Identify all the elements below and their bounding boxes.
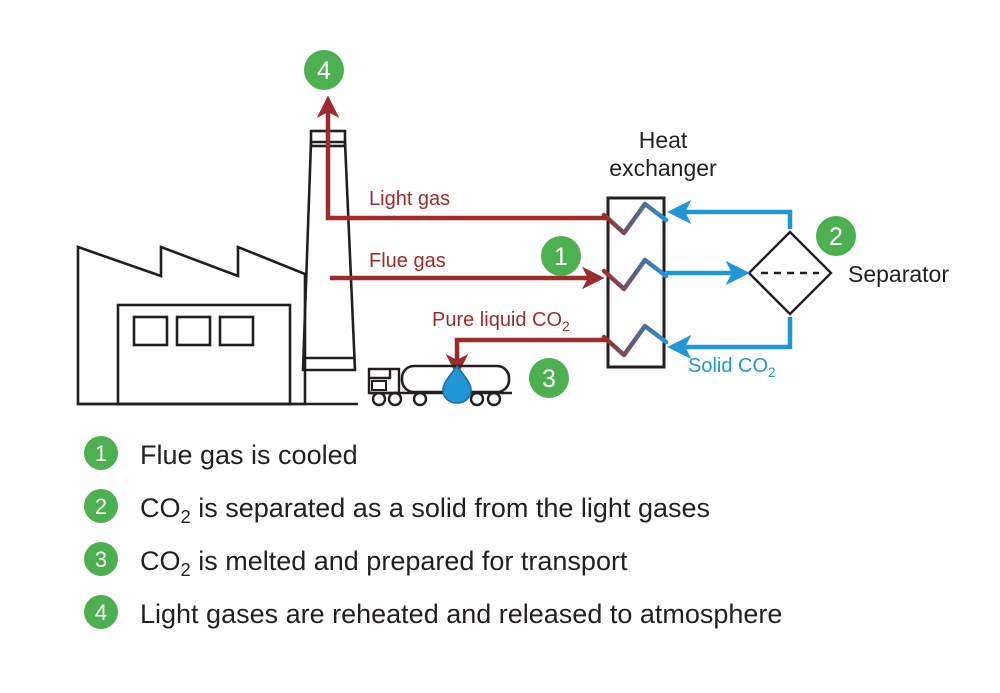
legend-item-4: 4 Light gases are reheated and released … (84, 595, 782, 629)
separator-diamond-icon (747, 230, 833, 316)
solid-co2-return-line (667, 317, 793, 360)
legend-badge-4 (84, 595, 118, 629)
separator-label: Separator (848, 261, 949, 287)
legend-item-2: 2 CO2 is separated as a solid from the l… (84, 489, 710, 527)
water-droplet-icon (442, 364, 472, 404)
heat-exchanger-title-line2: exchanger (609, 155, 717, 181)
heat-exchanger-icon (601, 196, 669, 369)
legend-badge-3-number: 3 (95, 547, 107, 572)
diagram-badge-4-number: 4 (317, 57, 331, 85)
diagram-badge-1: 1 (541, 236, 581, 276)
tanker-truck-icon (367, 364, 512, 407)
legend-item-1: 1 Flue gas is cooled (84, 436, 358, 470)
flue-gas-label: Flue gas (369, 250, 446, 272)
legend-badge-1-number: 1 (95, 441, 107, 466)
legend: 1 Flue gas is cooled 2 CO2 is separated … (84, 436, 782, 629)
legend-badge-2-number: 2 (95, 494, 107, 519)
pure-liquid-co2-label: Pure liquid CO2 (432, 309, 570, 334)
legend-badge-1 (84, 436, 118, 470)
legend-item-3-text: CO2 is melted and prepared for transport (140, 546, 628, 580)
diagram-badge-1-number: 1 (554, 243, 568, 271)
diagram-badge-2: 2 (816, 216, 856, 256)
light-gas-flow-line (316, 95, 607, 221)
light-gas-return-line (667, 199, 793, 229)
diagram-badge-4: 4 (304, 50, 344, 90)
factory-icon (76, 245, 358, 406)
diagram-badge-2-number: 2 (829, 223, 843, 251)
legend-badge-3 (84, 542, 118, 576)
legend-item-2-text: CO2 is separated as a solid from the lig… (140, 493, 710, 527)
legend-badge-4-number: 4 (95, 600, 107, 625)
heat-exchanger-title-line1: Heat (639, 127, 688, 153)
legend-item-3: 3 CO2 is melted and prepared for transpo… (84, 542, 628, 580)
pure-liquid-co2-flow-line (445, 337, 607, 377)
diagram-badge-3: 3 (529, 358, 569, 398)
light-gas-label: Light gas (369, 188, 450, 210)
solid-co2-label: Solid CO2 (688, 355, 776, 380)
legend-item-4-text: Light gases are reheated and released to… (140, 599, 782, 629)
diagram-badge-3-number: 3 (542, 365, 556, 393)
legend-badge-2 (84, 489, 118, 523)
legend-item-1-text: Flue gas is cooled (140, 440, 358, 470)
